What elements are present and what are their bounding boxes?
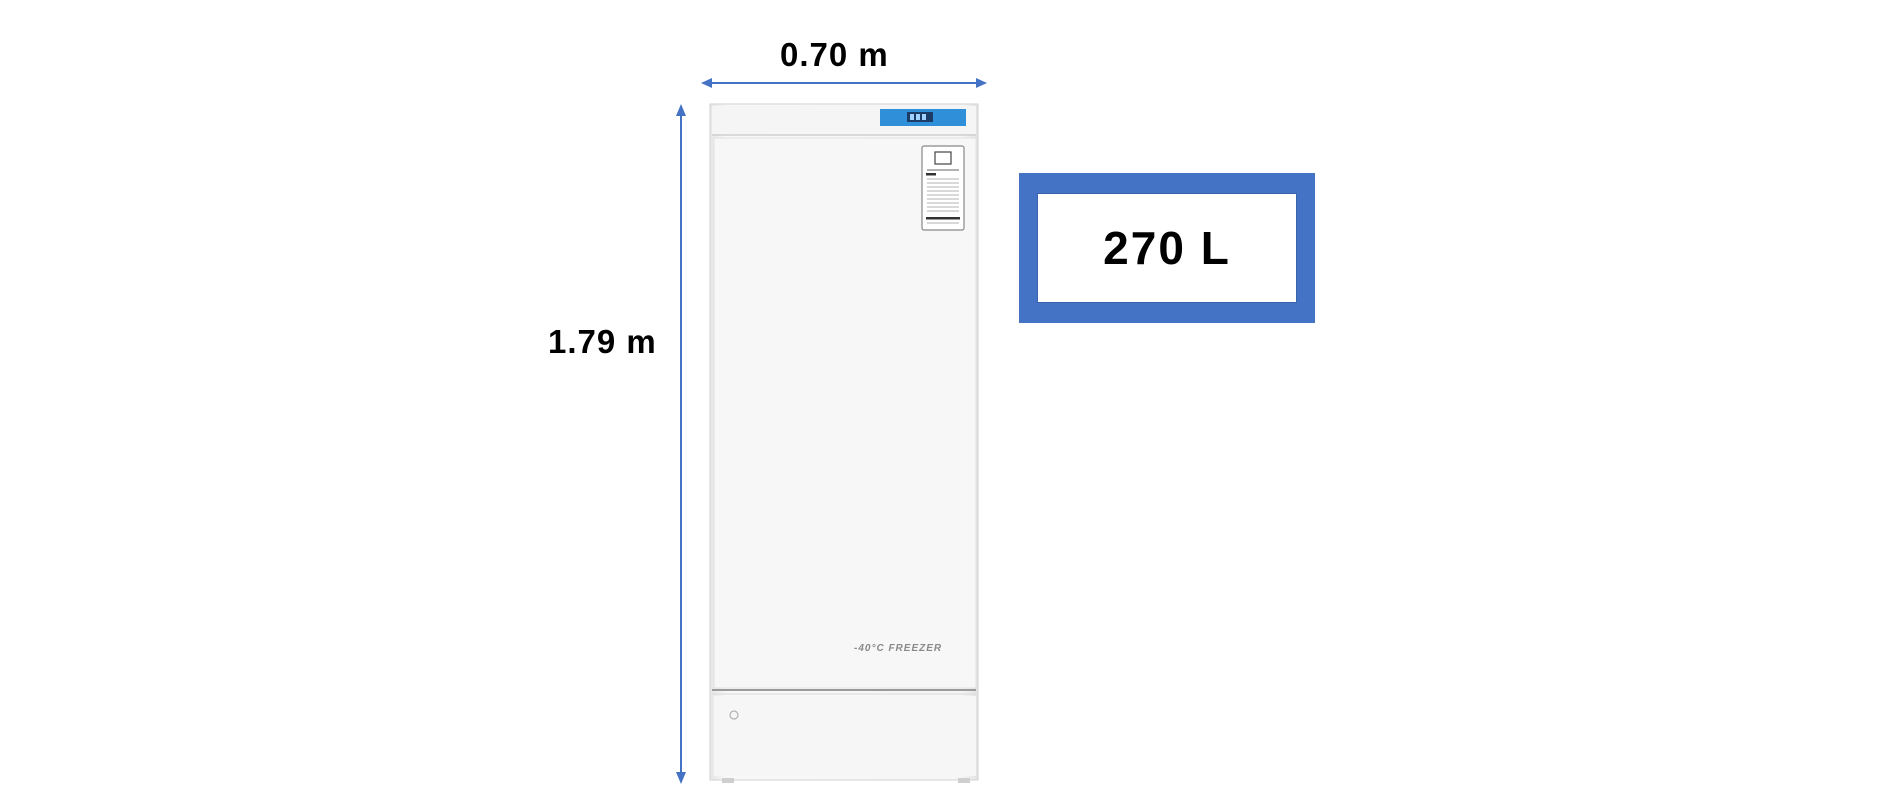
height-label: 1.79 m [548, 323, 657, 360]
width-dimension-arrow [701, 78, 987, 88]
capacity-label: 270 L [1103, 222, 1231, 274]
width-label: 0.70 m [780, 36, 889, 73]
door-sticker-icon [921, 145, 965, 231]
control-display-icon [880, 109, 966, 126]
capacity-inner: 270 L [1037, 193, 1297, 303]
drain-knob-icon [729, 710, 739, 720]
height-dimension-arrow [676, 104, 686, 784]
capacity-box: 270 L [1019, 173, 1315, 323]
freezer-model-text: -40°C FREEZER [854, 643, 943, 654]
freezer-body [709, 103, 979, 783]
